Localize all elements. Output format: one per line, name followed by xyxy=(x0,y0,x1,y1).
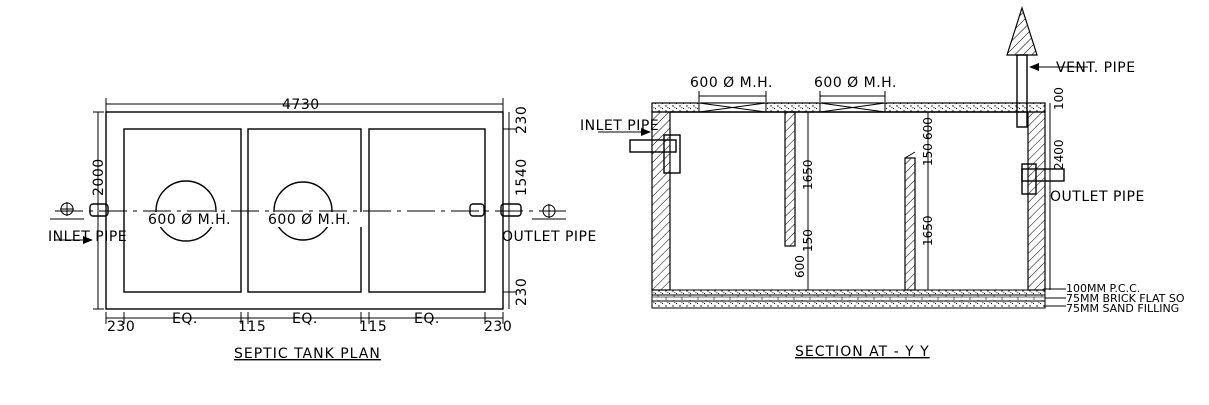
baffle2-top: 600 xyxy=(921,117,935,140)
section-manhole-1-label: 600 Ø M.H. xyxy=(690,75,773,91)
dim-bottom-5: EQ. xyxy=(414,311,440,327)
dim-bottom-3: EQ. xyxy=(292,311,318,327)
manhole-2-label: 600 Ø M.H. xyxy=(268,212,351,228)
baffle-2 xyxy=(904,157,916,291)
section-view: 600 Ø M.H. 600 Ø M.H. 1650 150 600 xyxy=(580,6,1185,360)
left-wall xyxy=(651,111,671,291)
layer-sand: 75MM SAND FILLING xyxy=(1066,302,1179,315)
outlet-label: OUTLET PIPE xyxy=(502,229,597,245)
dim-bottom-2: 115 xyxy=(238,319,266,335)
section-inlet-pipe xyxy=(629,139,677,153)
dim-bottom-6: 230 xyxy=(484,319,512,335)
baffle2-height: 1650 xyxy=(921,215,935,246)
dim-right-top: 230 xyxy=(514,106,530,134)
dim-width-label: 2000 xyxy=(91,158,107,196)
pcc-layer xyxy=(651,289,1046,296)
inlet-label: INLET PIPE xyxy=(48,229,127,245)
inlet-pipe-stub xyxy=(89,203,109,217)
section-manhole-2-label: 600 Ø M.H. xyxy=(814,75,897,91)
outlet-pipe-stub xyxy=(500,203,522,217)
dim-100: 100 xyxy=(1052,87,1066,110)
dim-bottom-0: 230 xyxy=(107,319,135,335)
vent-cowl-icon xyxy=(1006,6,1038,56)
dim-bottom-4: 115 xyxy=(359,319,387,335)
baffle2-gap: 150 xyxy=(921,143,935,166)
manhole-2 xyxy=(273,181,333,241)
baffle1-height: 1650 xyxy=(801,159,815,190)
layer-brick: 75MM BRICK FLAT SO xyxy=(1066,292,1185,305)
right-wall xyxy=(1027,111,1046,291)
dim-2400: 2400 xyxy=(1052,139,1066,170)
baffle-1 xyxy=(784,111,796,247)
brick-layer xyxy=(651,294,1046,302)
sand-layer xyxy=(651,300,1046,309)
plan-title: SEPTIC TANK PLAN xyxy=(234,346,381,362)
section-outlet-label: OUTLET PIPE xyxy=(1050,189,1145,205)
vent-label: VENT. PIPE xyxy=(1056,60,1136,76)
baffle1-bottom: 600 xyxy=(793,255,807,278)
plan-view: 4730 2000 600 Ø M.H. 600 Ø M.H. INLET PI… xyxy=(48,97,597,362)
section-inlet-label: INLET PIPE xyxy=(580,118,659,134)
dim-right-bottom: 230 xyxy=(514,278,530,306)
dim-length-label: 4730 xyxy=(282,97,320,113)
dim-bottom-1: EQ. xyxy=(172,311,198,327)
baffle1-gap: 150 xyxy=(801,229,815,252)
outlet-pipe-stub-inner xyxy=(469,203,485,217)
vent-pipe xyxy=(1016,54,1028,128)
manhole-1-label: 600 Ø M.H. xyxy=(148,212,231,228)
manhole-1 xyxy=(155,180,217,242)
layer-pcc: 100MM P.C.C. xyxy=(1066,282,1140,295)
dim-right-mid: 1540 xyxy=(514,158,530,196)
section-title: SECTION AT - Y Y xyxy=(795,344,930,360)
